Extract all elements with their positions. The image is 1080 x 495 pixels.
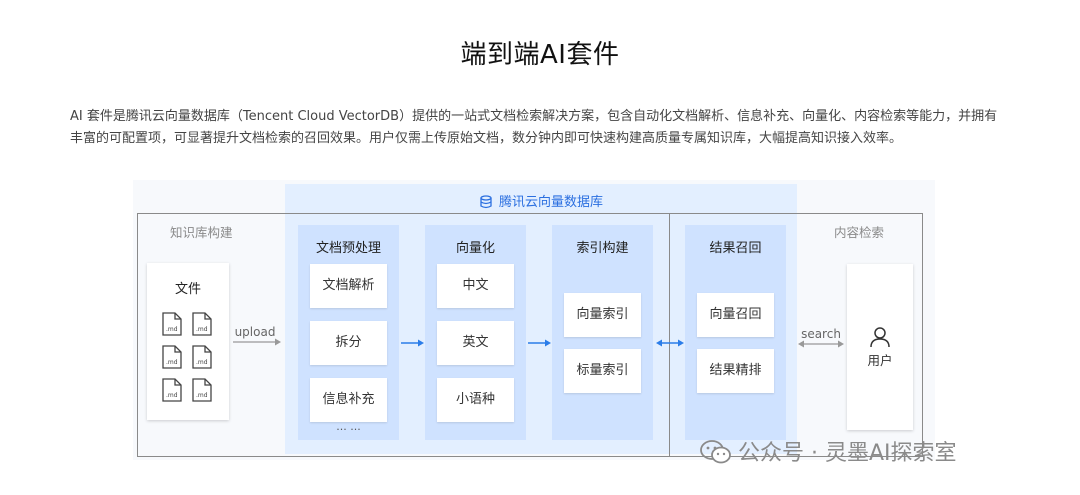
card-scalar-index: 标量索引 [564,349,641,393]
user-label: 用户 [867,353,893,368]
database-icon [480,195,492,209]
card-vector-recall: 向量召回 [697,293,774,337]
vectordb-title: 腾讯云向量数据库 [285,191,797,210]
card-minor-languages: 小语种 [437,378,514,422]
watermark: 公众号 · 灵墨AI探索室 [700,435,957,467]
search-label: search [801,327,841,341]
flow-arrow-2 [528,339,551,347]
md-file-icon: .md [162,312,182,336]
card-doc-parse: 文档解析 [310,264,387,308]
svg-text:.md: .md [196,326,208,333]
md-file-icon: .md [162,378,182,402]
user-icon [870,327,890,348]
page-title: 端到端AI套件 [460,40,620,70]
card-vector-index: 向量索引 [564,293,641,337]
md-files-grid: .md .md .md .md .md .md [162,312,212,402]
column-preprocess-title: 文档预处理 [315,241,381,256]
column-vectorize-title: 向量化 [455,241,495,256]
vectordb-label: 腾讯云向量数据库 [498,195,603,210]
files-panel-title: 文件 [174,282,201,297]
upload-arrow [233,338,281,346]
svg-text:.md: .md [196,359,208,366]
flow-arrow-1 [401,339,424,347]
user-panel [847,264,913,430]
page-description: AI 套件是腾讯云向量数据库（Tencent Cloud VectorDB）提供… [70,109,998,146]
column-recall-title: 结果召回 [709,241,762,256]
md-file-icon: .md [192,345,212,369]
svg-text:.md: .md [166,359,178,366]
svg-text:.md: .md [196,392,208,399]
svg-text:.md: .md [166,326,178,333]
card-rerank: 结果精排 [697,349,774,393]
upload-label: upload [234,325,276,339]
search-arrow [798,340,844,348]
card-info-supplement: 信息补充 [310,378,387,422]
card-split: 拆分 [310,321,387,365]
card-english: 英文 [437,321,514,365]
md-file-icon: .md [162,345,182,369]
column-index-title: 索引构建 [576,241,629,256]
search-section-label: 内容检索 [834,225,885,240]
wechat-icon [700,440,731,464]
diagram-frame [137,213,923,457]
watermark-text: 公众号 · 灵墨AI探索室 [738,441,957,466]
card-chinese: 中文 [437,264,514,308]
files-panel [147,263,229,420]
md-file-icon: .md [192,312,212,336]
md-file-icon: .md [192,378,212,402]
more-ellipsis: ··· ··· [336,423,361,436]
section-divider [669,213,670,457]
flow-arrow-bidirectional [656,339,684,347]
svg-text:.md: .md [166,392,178,399]
kb-section-label: 知识库构建 [170,225,233,240]
